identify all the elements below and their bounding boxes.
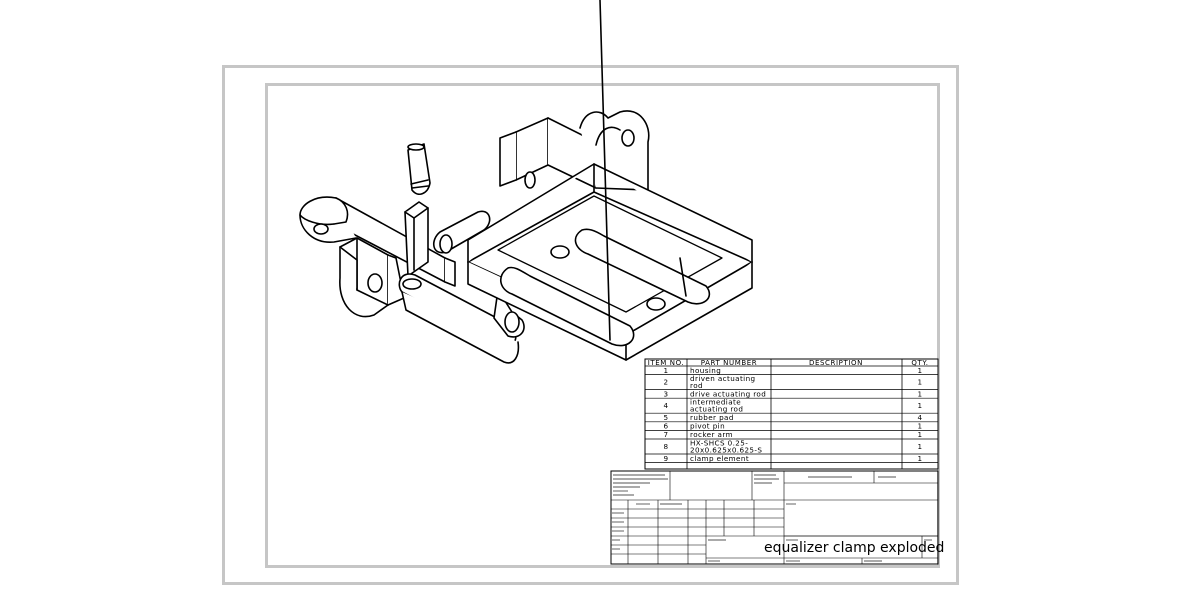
clamp-element xyxy=(339,237,405,318)
bom-part-number: driven actuating xyxy=(690,374,756,383)
bom-qty: 1 xyxy=(918,454,923,463)
bom-qty: 1 xyxy=(918,378,923,387)
bom-qty: 1 xyxy=(918,430,923,439)
bom-qty: 1 xyxy=(918,366,923,375)
housing-block xyxy=(467,0,753,361)
hx-screw xyxy=(407,143,431,195)
bom-part-number: rocker arm xyxy=(690,430,733,439)
bom-item-number: 4 xyxy=(664,401,669,410)
bom-qty: 1 xyxy=(918,422,923,431)
bom-part-number: rubber pad xyxy=(690,413,734,422)
fine-print-marks xyxy=(612,474,932,562)
bom-part-number: HX-SHCS 0.25- xyxy=(690,439,748,448)
bom-part-number: actuating rod xyxy=(690,405,743,414)
bom-qty: 1 xyxy=(918,442,923,451)
drawing-title: equalizer clamp exploded xyxy=(764,540,944,556)
bom-item-number: 6 xyxy=(664,422,669,431)
bom-part-number: rod xyxy=(690,381,703,390)
bom-qty: 1 xyxy=(918,401,923,410)
pivot-pin xyxy=(404,201,429,277)
bom-item-number: 3 xyxy=(664,389,669,398)
bom-qty: 4 xyxy=(918,413,923,422)
bom-part-number: drive actuating rod xyxy=(690,389,766,398)
bom-item-number: 7 xyxy=(664,430,669,439)
bom-header-part: PART NUMBER xyxy=(701,359,758,367)
title-block xyxy=(610,470,939,565)
bom-item-number: 2 xyxy=(664,378,669,387)
outer-border xyxy=(222,65,959,585)
bom-part-number: 20x0.625x0.625-S xyxy=(690,446,762,455)
housing-rear-wall xyxy=(499,110,650,191)
assembly-view xyxy=(299,0,753,364)
intermediate-actuating-rod xyxy=(493,289,525,338)
bom-item-number: 1 xyxy=(664,366,669,375)
bom-part-number: housing xyxy=(690,366,721,375)
bom-part-number: pivot pin xyxy=(690,422,725,431)
bom-item-number: 5 xyxy=(664,413,669,422)
bom-item-number: 8 xyxy=(664,442,669,451)
bom-part-number: intermediate xyxy=(690,398,741,407)
bom-header-item: ITEM NO. xyxy=(648,359,685,367)
bom-part-number: clamp element xyxy=(690,454,749,463)
bom-header-description: DESCRIPTION xyxy=(809,359,863,367)
bom-item-number: 9 xyxy=(664,454,669,463)
bom-qty: 1 xyxy=(918,389,923,398)
bom-header-qty: QTY. xyxy=(911,359,928,367)
